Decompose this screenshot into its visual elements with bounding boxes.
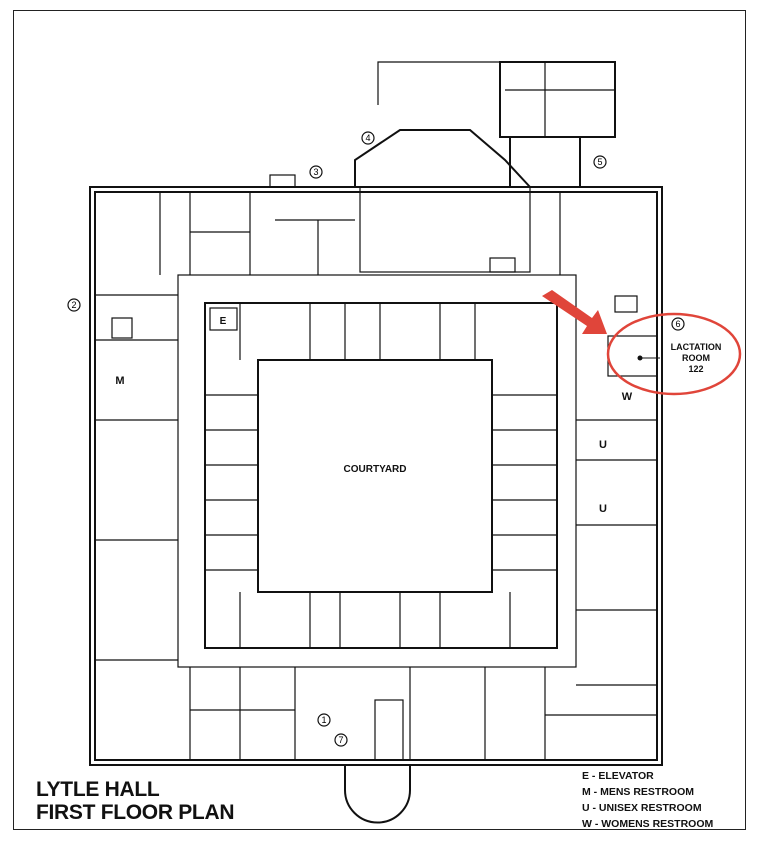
lactation-label-2: ROOM bbox=[682, 353, 710, 363]
plan-title: LYTLE HALL FIRST FLOOR PLAN bbox=[36, 778, 234, 824]
legend-item: E - ELEVATOR bbox=[582, 770, 654, 782]
room-label-unisex: U bbox=[599, 503, 607, 515]
entrance-marker-4: 4 bbox=[361, 131, 375, 145]
entrance-marker-7: 7 bbox=[334, 733, 348, 747]
svg-text:5: 5 bbox=[597, 157, 602, 167]
room-label-mens: M bbox=[115, 375, 124, 387]
svg-text:6: 6 bbox=[675, 319, 680, 329]
drawing-frame bbox=[13, 10, 746, 830]
lactation-label-1: LACTATION bbox=[671, 342, 722, 352]
svg-text:3: 3 bbox=[313, 167, 318, 177]
entrance-marker-3: 3 bbox=[309, 165, 323, 179]
title-line-1: LYTLE HALL bbox=[36, 778, 160, 801]
room-label-elevator: E bbox=[220, 316, 227, 327]
legend-item: W - WOMENS RESTROOM bbox=[582, 818, 714, 830]
entrance-marker-2: 2 bbox=[67, 298, 81, 312]
lactation-room-highlight: LACTATION ROOM 122 bbox=[542, 290, 742, 396]
entrance-marker-5: 5 bbox=[593, 155, 607, 169]
lactation-label-3: 122 bbox=[688, 364, 703, 374]
entrance-marker-6: 6 bbox=[671, 317, 685, 331]
svg-text:7: 7 bbox=[338, 735, 343, 745]
legend-item: U - UNISEX RESTROOM bbox=[582, 802, 702, 814]
legend-item: M - MENS RESTROOM bbox=[582, 786, 694, 798]
title-line-2: FIRST FLOOR PLAN bbox=[36, 801, 235, 824]
building-walls bbox=[89, 61, 663, 824]
arrow-pointer-icon bbox=[542, 290, 607, 334]
svg-text:4: 4 bbox=[365, 133, 370, 143]
entrance-markers: 1 2 3 4 5 6 7 bbox=[67, 131, 685, 747]
legend: E - ELEVATOR M - MENS RESTROOM U - UNISE… bbox=[582, 768, 713, 832]
room-label-courtyard: COURTYARD bbox=[344, 464, 407, 475]
entrance-marker-1: 1 bbox=[317, 713, 331, 727]
room-label-unisex: U bbox=[599, 439, 607, 451]
svg-text:1: 1 bbox=[321, 715, 326, 725]
svg-text:2: 2 bbox=[71, 300, 76, 310]
room-label-womens: W bbox=[622, 391, 633, 403]
